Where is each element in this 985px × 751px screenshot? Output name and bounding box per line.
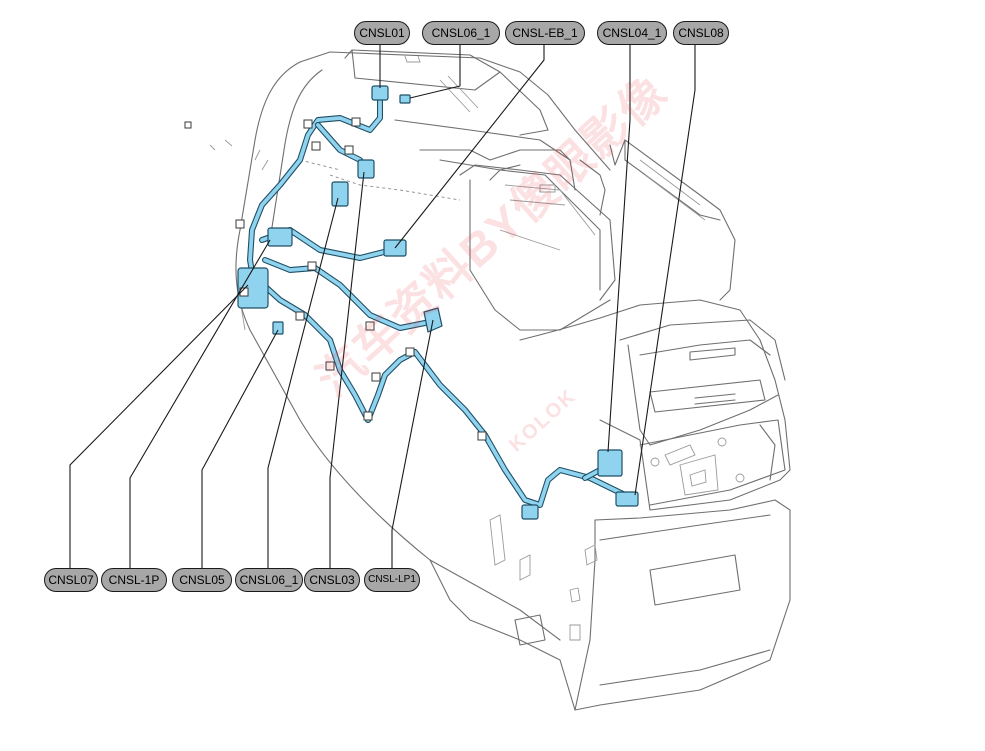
label-cnsl01: CNSL01 [354, 21, 410, 45]
connector-cnsl04-1 [597, 449, 623, 477]
label-cnsl-eb-1: CNSL-EB_1 [505, 21, 585, 45]
connector-cnsl03 [357, 159, 375, 179]
label-cnsl06-1-top: CNSL06_1 [422, 21, 500, 45]
harness-clips [184, 117, 487, 441]
leader-lines [69, 44, 696, 570]
label-cnsl06-1-bottom: CNSL06_1 [235, 568, 303, 592]
connector-cnsl-1p [267, 227, 293, 247]
label-cnsl08: CNSL08 [673, 21, 729, 45]
connector-rear [521, 504, 539, 520]
connector-cnsl08 [615, 491, 639, 507]
label-cnsl-1p: CNSL-1P [101, 568, 167, 592]
connector-cnsl06-1-top [399, 94, 411, 104]
label-cnsl03: CNSL03 [304, 568, 360, 592]
label-cnsl-lp1: CNSL-LP1 [364, 568, 420, 592]
connector-cnsl05 [272, 321, 284, 335]
connector-cnsl06-1 [331, 181, 349, 207]
connector-cnsl01 [371, 85, 389, 101]
console-outline [209, 49, 791, 711]
label-cnsl05: CNSL05 [172, 568, 232, 592]
label-cnsl07: CNSL07 [44, 568, 98, 592]
label-cnsl04-1: CNSL04_1 [597, 21, 667, 45]
connectors [237, 85, 639, 520]
